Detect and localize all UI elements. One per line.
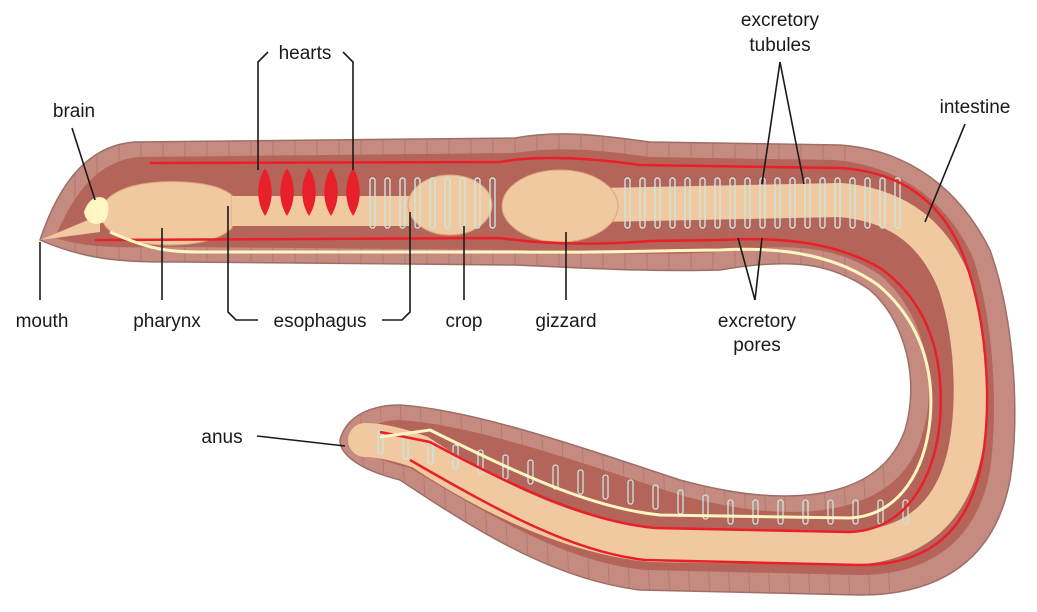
label-esophagus: esophagus [274, 311, 367, 332]
label-excretory-tubules-2: tubules [749, 35, 810, 56]
gizzard [502, 170, 618, 242]
label-excretory-pores-1: excretory [718, 311, 797, 332]
label-gizzard: gizzard [535, 311, 596, 332]
label-pharynx: pharynx [133, 311, 201, 332]
label-excretory-tubules-1: excretory [741, 10, 820, 31]
label-excretory-pores-2: pores [733, 335, 781, 356]
esophagus [232, 196, 410, 226]
anus-leader [257, 436, 345, 446]
label-brain: brain [53, 101, 95, 122]
label-hearts: hearts [279, 43, 332, 64]
label-mouth: mouth [16, 311, 69, 332]
label-anus: anus [201, 427, 242, 448]
label-intestine: intestine [940, 97, 1011, 118]
label-crop: crop [446, 311, 483, 332]
